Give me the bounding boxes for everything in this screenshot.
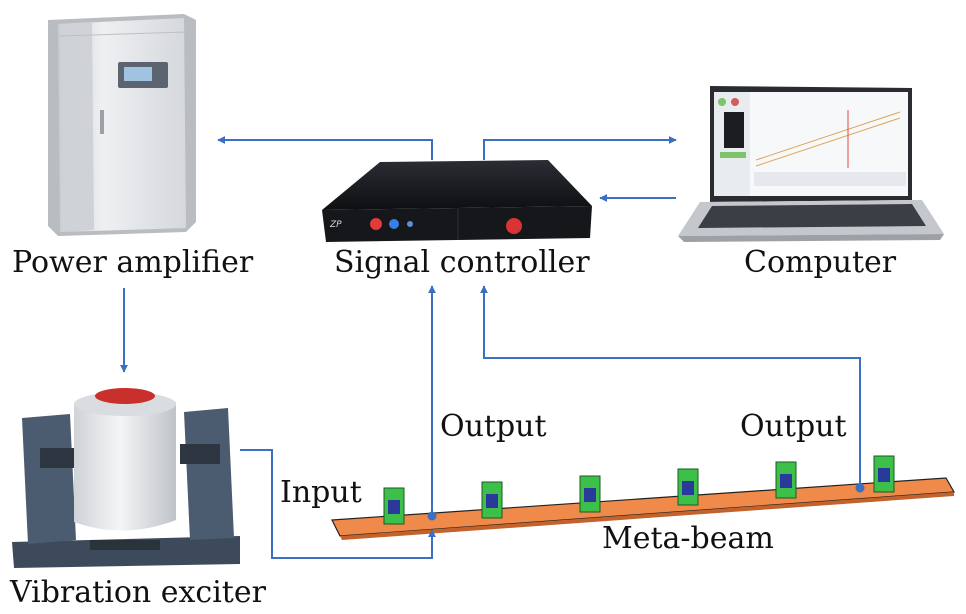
output-right-label: Output bbox=[740, 409, 847, 444]
resonator bbox=[481, 481, 503, 519]
signal-controller-image: ZP bbox=[322, 160, 592, 242]
arrow-controller-to-computer bbox=[483, 136, 677, 160]
sensor-point-right bbox=[855, 483, 865, 493]
signal-controller-label: Signal controller bbox=[334, 245, 590, 280]
resonator bbox=[775, 461, 797, 499]
vibration-exciter-image bbox=[12, 388, 240, 568]
arrow-controller-to-amplifier bbox=[217, 136, 433, 160]
power-amplifier-image bbox=[48, 14, 196, 236]
vibration-exciter-label: Vibration exciter bbox=[10, 575, 266, 610]
resonator bbox=[383, 487, 405, 525]
resonators bbox=[383, 455, 895, 525]
controller-brand-logo: ZP bbox=[329, 220, 342, 230]
meta-beam-label: Meta-beam bbox=[602, 521, 774, 556]
input-label: Input bbox=[280, 475, 362, 510]
resonator bbox=[873, 455, 895, 493]
computer-image bbox=[678, 86, 944, 242]
computer-label: Computer bbox=[744, 245, 897, 280]
arrow-exciter-to-beam-input bbox=[240, 449, 436, 559]
arrow-output-right-to-controller bbox=[480, 285, 861, 484]
resonator bbox=[677, 468, 699, 506]
resonator bbox=[579, 475, 601, 513]
output-left-label: Output bbox=[440, 409, 547, 444]
sensor-point-left bbox=[427, 511, 437, 521]
meta-beam bbox=[331, 477, 955, 540]
power-amplifier-label: Power amplifier bbox=[12, 245, 254, 280]
